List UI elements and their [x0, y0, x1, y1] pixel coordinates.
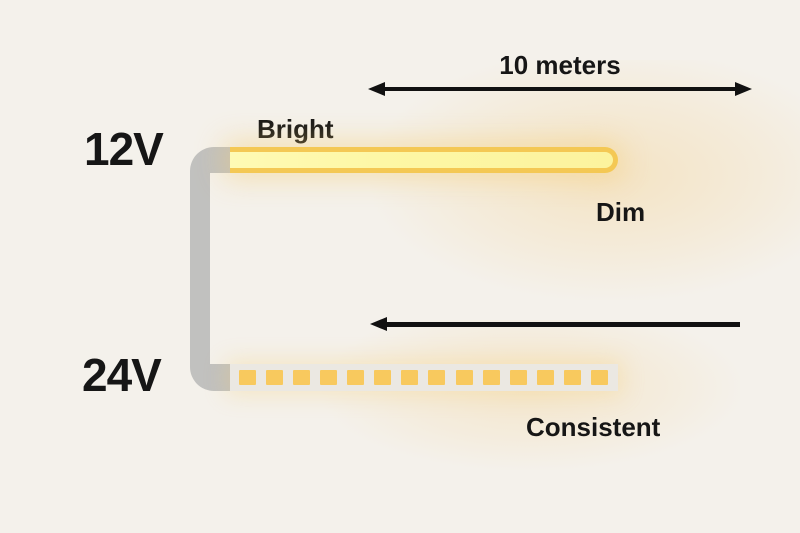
left-arrowhead-icon	[368, 82, 385, 96]
distance-arrow	[368, 82, 752, 96]
led-chip	[239, 370, 256, 385]
voltage-12v-label: 12V	[84, 123, 164, 175]
led-chip	[320, 370, 338, 385]
return-arrow	[370, 317, 740, 331]
led-chip	[509, 370, 527, 385]
led-strip-12v	[230, 147, 618, 173]
led-chip	[455, 370, 473, 385]
arrow-shaft	[382, 322, 740, 327]
led-chip	[401, 370, 419, 385]
led-chip	[347, 370, 365, 385]
led-chip	[590, 370, 608, 385]
arrow-shaft	[380, 87, 740, 91]
dim-label: Dim	[596, 197, 646, 227]
led-chip	[482, 370, 500, 385]
voltage-24v-label: 24V	[82, 349, 162, 401]
led-chip	[428, 370, 446, 385]
connector-bracket	[190, 147, 230, 391]
led-chip	[266, 370, 284, 385]
led-chip	[293, 370, 311, 385]
right-arrowhead-icon	[735, 82, 752, 96]
led-chip	[536, 370, 554, 385]
bright-label: Bright	[257, 114, 334, 144]
left-arrowhead-icon	[370, 317, 387, 331]
warm-glow-12v	[370, 60, 800, 300]
led-chip	[374, 370, 392, 385]
led-strip-24v	[230, 364, 618, 391]
distance-label: 10 meters	[499, 50, 621, 80]
warm-glow-24v	[320, 320, 740, 470]
consistent-label: Consistent	[526, 412, 661, 442]
led-chip	[563, 370, 581, 385]
